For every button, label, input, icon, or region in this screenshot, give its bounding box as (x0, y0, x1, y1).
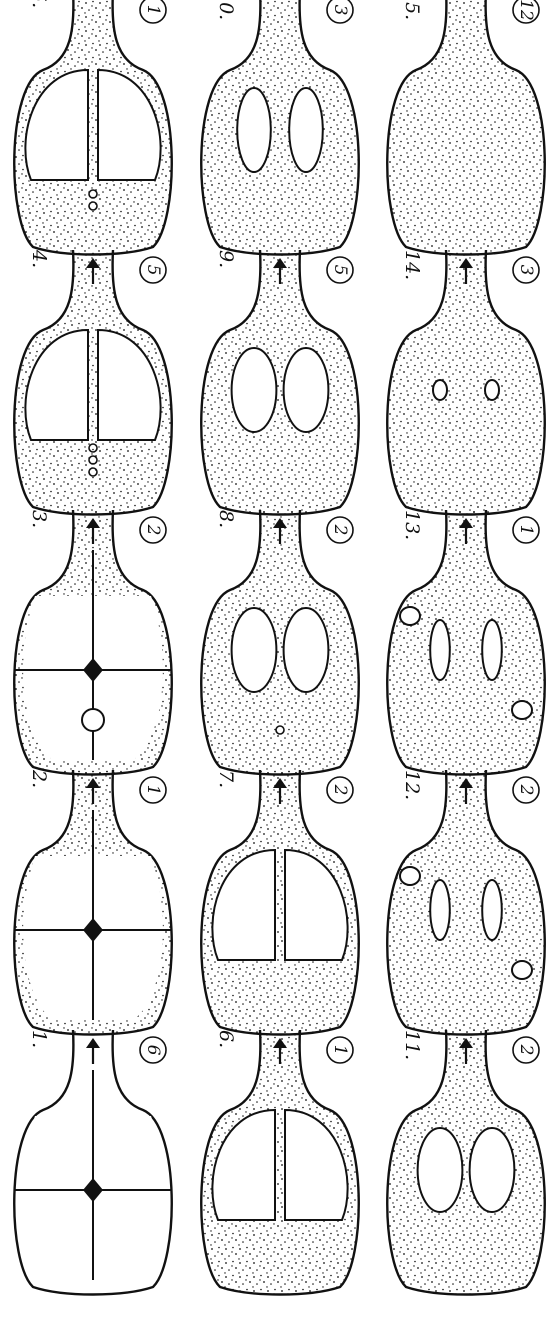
stage-number: 8. (215, 510, 237, 528)
stage-number: 5. (28, 0, 50, 8)
stage-number: 3. (28, 510, 50, 528)
count-label: 1 (330, 1045, 350, 1056)
count-label: 5 (143, 265, 163, 276)
skull-outline (201, 0, 358, 255)
opening (418, 1128, 463, 1212)
opening (232, 348, 277, 432)
side-opening (400, 607, 420, 625)
opening (237, 88, 271, 172)
skull-outline (387, 510, 544, 775)
stage-number: 6. (215, 1030, 237, 1048)
skull-outline (201, 250, 358, 515)
count-label: 5 (330, 265, 350, 276)
count-label: 1 (516, 525, 536, 536)
stage-3: 3.2 (14, 510, 171, 775)
stage-13: 13.1 (387, 510, 544, 775)
stage-number: 14. (401, 250, 423, 280)
count-label: 3 (516, 265, 536, 276)
count-label: 2 (516, 784, 536, 796)
stage-9: 9.5 (201, 250, 358, 515)
side-opening (400, 867, 420, 885)
stage-number: 9. (215, 250, 237, 268)
opening (430, 620, 450, 680)
opening (284, 348, 329, 432)
stage-11: 11.2 (387, 1030, 544, 1295)
opening (289, 88, 323, 172)
stage-5: 5.1 (14, 0, 171, 255)
opening (470, 1128, 515, 1212)
count-label: 1 (143, 5, 163, 16)
stage-1: 1.6 (14, 1030, 171, 1295)
fontanelle-hole (82, 709, 104, 731)
count-label: 6 (143, 1045, 163, 1056)
stage-number: 12. (401, 770, 423, 800)
stage-12: 12.2 (387, 770, 544, 1035)
skull-outline (201, 510, 358, 775)
stage-7: 7.2 (201, 770, 358, 1035)
opening (482, 620, 502, 680)
skull-outline (387, 770, 544, 1035)
stage-number: 7. (215, 770, 237, 788)
side-opening (512, 701, 532, 719)
stage-number: 15. (401, 0, 423, 20)
stage-number: 10. (215, 0, 237, 20)
stage-15: 15.12 (387, 0, 544, 255)
skull-outline (387, 0, 544, 255)
stage-number: 11. (401, 1030, 423, 1060)
count-label: 2 (330, 784, 350, 796)
stage-4: 4.5 (14, 249, 171, 515)
stage-number: 4. (28, 249, 50, 268)
opening (433, 380, 447, 400)
opening (430, 880, 450, 940)
small-dot (276, 726, 284, 734)
count-label: 2 (330, 524, 350, 536)
stage-14: 14.3 (387, 250, 544, 515)
count-label: 2 (143, 524, 163, 536)
count-label: 12 (516, 0, 536, 21)
opening (485, 380, 499, 400)
count-label: 1 (143, 785, 163, 796)
stage-number: 1. (28, 1030, 50, 1048)
opening (482, 880, 502, 940)
count-label: 2 (516, 1044, 536, 1056)
skull-outline (387, 1030, 544, 1295)
opening (232, 608, 277, 692)
side-opening (512, 961, 532, 979)
stage-number: 2. (28, 769, 50, 788)
skull-outline (387, 250, 544, 515)
stage-2: 2.1 (14, 769, 171, 1035)
stage-6: 6.1 (201, 1030, 358, 1295)
stage-8: 8.2 (201, 510, 358, 775)
opening (284, 608, 329, 692)
stage-10: 10.3 (201, 0, 358, 255)
stage-number: 13. (401, 510, 423, 540)
count-label: 3 (330, 5, 350, 16)
